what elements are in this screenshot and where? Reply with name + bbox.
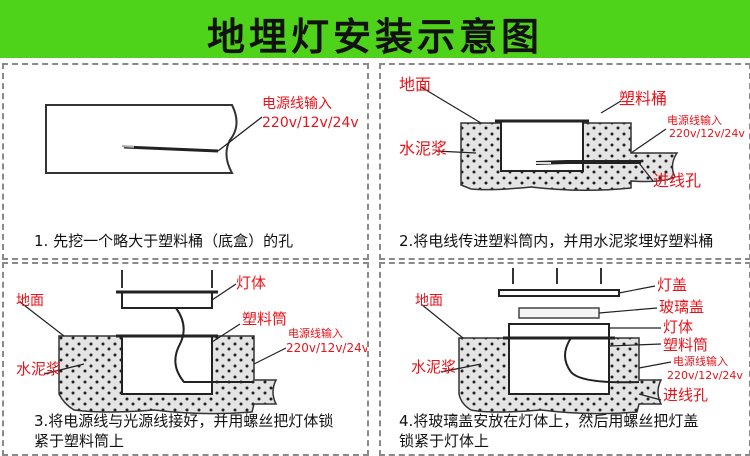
lamp-body <box>121 291 213 309</box>
leader-line <box>217 116 263 152</box>
cable <box>174 307 254 383</box>
ground-label: 地面 <box>399 75 432 94</box>
step-3-caption-line-2: 紧于塑料筒上 <box>34 432 125 450</box>
plastic-tube <box>121 335 213 395</box>
voltage-label: 220v/12v/24v <box>286 341 369 355</box>
wire-label: 电源线输入 <box>667 114 722 127</box>
step-2-diagram <box>420 86 679 192</box>
title-banner: 地埋灯安装示意图 <box>0 0 750 59</box>
ground-label: 地面 <box>16 293 44 309</box>
cement-label: 水泥浆 <box>16 360 62 378</box>
glass-label: 玻璃盖 <box>659 298 705 316</box>
wire-label: 电源线输入 <box>262 96 332 112</box>
voltage-label: 220v/12v/24v <box>667 369 743 382</box>
cover-label: 灯盖 <box>657 276 688 294</box>
hole-label: 进线孔 <box>663 386 709 404</box>
wire-label: 电源线输入 <box>288 327 343 340</box>
cable <box>535 160 641 165</box>
step-4-panel: 地面 灯盖 玻璃盖 灯体 塑料筒 电源线输入 220v/12v/24v 进线孔 … <box>379 262 750 456</box>
step-1-diagram <box>45 104 263 174</box>
step-1-caption: 1. 先挖一个略大于塑料桶（底盒）的孔 <box>34 232 294 250</box>
step-2-caption: 2.将电线传进塑料筒内，并用水泥浆埋好塑料桶 <box>399 232 714 250</box>
step-1-panel: 电源线输入 220v/12v/24v 1. 先挖一个略大于塑料桶（底盒）的孔 <box>2 63 369 260</box>
hole-label: 进线孔 <box>653 171 702 190</box>
lamp-cover <box>498 289 620 297</box>
step-4-diagram <box>420 268 672 415</box>
voltage-label: 220v/12v/24v <box>669 127 745 140</box>
tube-label: 塑料筒 <box>242 310 288 328</box>
cable <box>123 145 219 153</box>
cement-label: 水泥浆 <box>411 358 457 376</box>
step-4-caption-line-1: 4.将玻璃盖安放在灯体上，然后用螺丝把灯盖 <box>399 412 699 430</box>
step-3-panel: 地面 灯体 塑料筒 电源线输入 220v/12v/24v 水泥浆 3.将电源线与… <box>2 262 369 456</box>
page-title: 地埋灯安装示意图 <box>206 14 543 59</box>
voltage-label: 220v/12v/24v <box>262 115 359 131</box>
lamp-body <box>508 323 610 339</box>
step-3-caption-line-1: 3.将电源线与光源线接好，并用螺丝把灯体锁 <box>34 412 334 430</box>
step-4-caption-line-2: 锁紧于灯体上 <box>399 432 490 450</box>
body-label: 灯体 <box>663 318 694 336</box>
glass-cover <box>518 307 600 319</box>
body-label: 灯体 <box>236 274 267 292</box>
bucket-label: 塑料桶 <box>619 89 668 108</box>
ground-slab <box>45 104 238 174</box>
step-3-diagram <box>19 270 287 415</box>
step-2-panel: 地面 塑料桶 电源线输入 220v/12v/24v 水泥浆 进线孔 2.将电线传… <box>379 63 750 260</box>
cement-label: 水泥浆 <box>399 139 448 158</box>
ground-label: 地面 <box>415 293 443 309</box>
plastic-tube <box>508 337 610 395</box>
tube-label: 塑料筒 <box>663 336 709 354</box>
wire-label: 电源线输入 <box>673 355 728 368</box>
cable <box>564 337 640 384</box>
